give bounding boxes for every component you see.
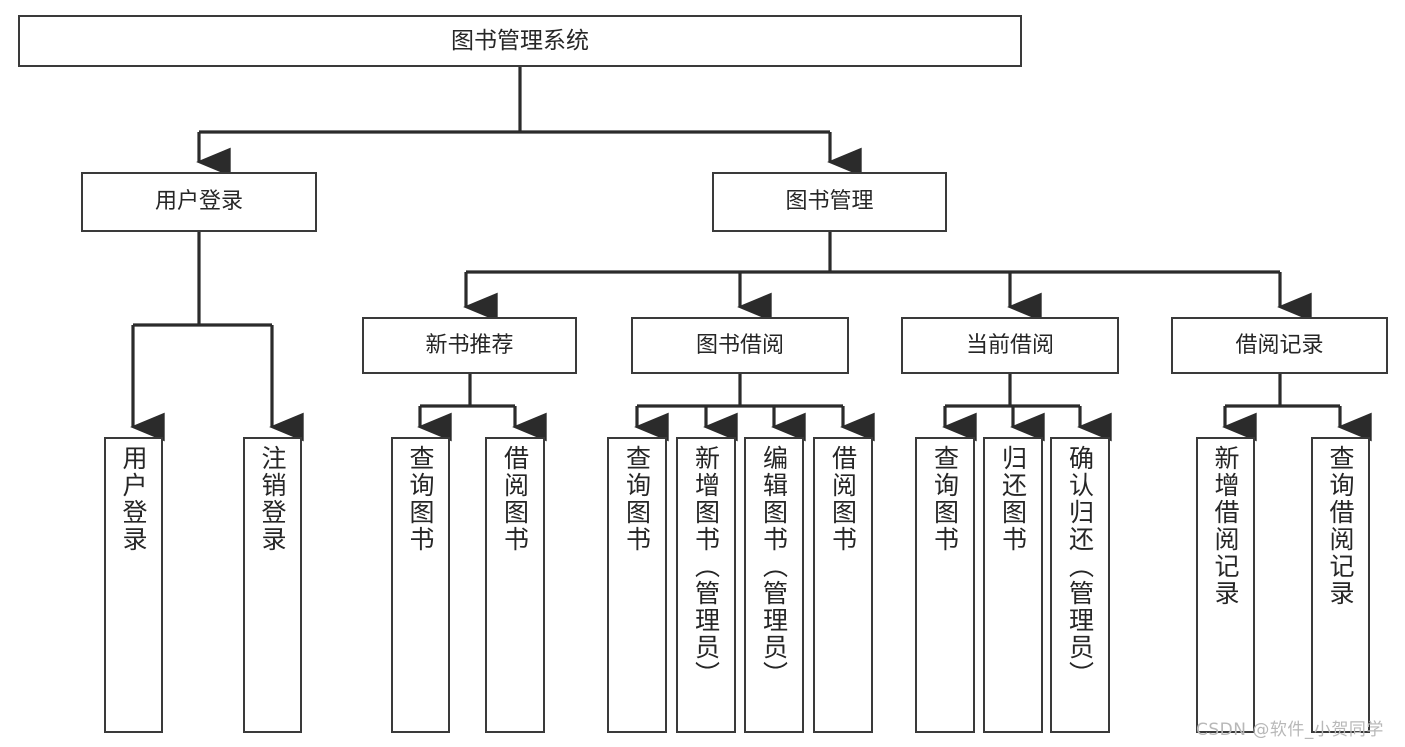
node-label: 新增借阅记录 [1211, 445, 1240, 607]
node-current-borrow[interactable]: 当前借阅 [901, 317, 1119, 374]
node-label: 用户登录 [154, 189, 243, 215]
node-label: 借阅记录 [1235, 332, 1324, 358]
node-label: 查询图书 [406, 445, 435, 553]
node-book-borrow[interactable]: 图书借阅 [631, 317, 849, 374]
leaf-current-query-book[interactable]: 查询图书 [915, 437, 975, 733]
node-label: 新书推荐 [425, 332, 514, 358]
node-label: 当前借阅 [965, 332, 1054, 358]
node-label: 查询图书 [930, 445, 960, 553]
leaf-records-query-record[interactable]: 查询借阅记录 [1311, 437, 1370, 733]
node-label: 归还图书 [998, 445, 1028, 553]
leaf-user-login-signin[interactable]: 用户登录 [104, 437, 163, 733]
node-new-book-recommend[interactable]: 新书推荐 [362, 317, 577, 374]
node-label: 注销登录 [258, 445, 287, 553]
leaf-borrow-borrow-book[interactable]: 借阅图书 [813, 437, 873, 733]
node-label: 图书借阅 [695, 332, 784, 358]
node-label: 查询借阅记录 [1326, 445, 1355, 607]
node-label: 图书管理系统 [451, 27, 589, 54]
leaf-records-add-record[interactable]: 新增借阅记录 [1196, 437, 1255, 733]
node-root-system[interactable]: 图书管理系统 [18, 15, 1022, 67]
node-book-management[interactable]: 图书管理 [712, 172, 947, 232]
node-label: 借阅图书 [500, 445, 530, 553]
node-user-login[interactable]: 用户登录 [81, 172, 317, 232]
leaf-current-return-book[interactable]: 归还图书 [983, 437, 1043, 733]
leaf-borrow-add-book-admin[interactable]: 新增图书（管理员） [676, 437, 736, 733]
node-label: 图书管理 [785, 189, 874, 215]
leaf-new-book-borrow[interactable]: 借阅图书 [485, 437, 545, 733]
node-label: 编辑图书（管理员） [759, 445, 789, 688]
leaf-borrow-query-book[interactable]: 查询图书 [607, 437, 667, 733]
node-label: 查询图书 [622, 445, 652, 553]
node-label: 确认归还（管理员） [1065, 445, 1095, 688]
node-borrow-records[interactable]: 借阅记录 [1171, 317, 1388, 374]
leaf-user-login-signout[interactable]: 注销登录 [243, 437, 302, 733]
node-label: 借阅图书 [828, 445, 858, 553]
leaf-current-confirm-return-admin[interactable]: 确认归还（管理员） [1050, 437, 1110, 733]
node-label: 用户登录 [119, 445, 148, 553]
leaf-new-book-query[interactable]: 查询图书 [391, 437, 450, 733]
leaf-borrow-edit-book-admin[interactable]: 编辑图书（管理员） [744, 437, 804, 733]
watermark-text: CSDN @软件_小贺同学 [1196, 720, 1384, 740]
node-label: 新增图书（管理员） [691, 445, 721, 688]
